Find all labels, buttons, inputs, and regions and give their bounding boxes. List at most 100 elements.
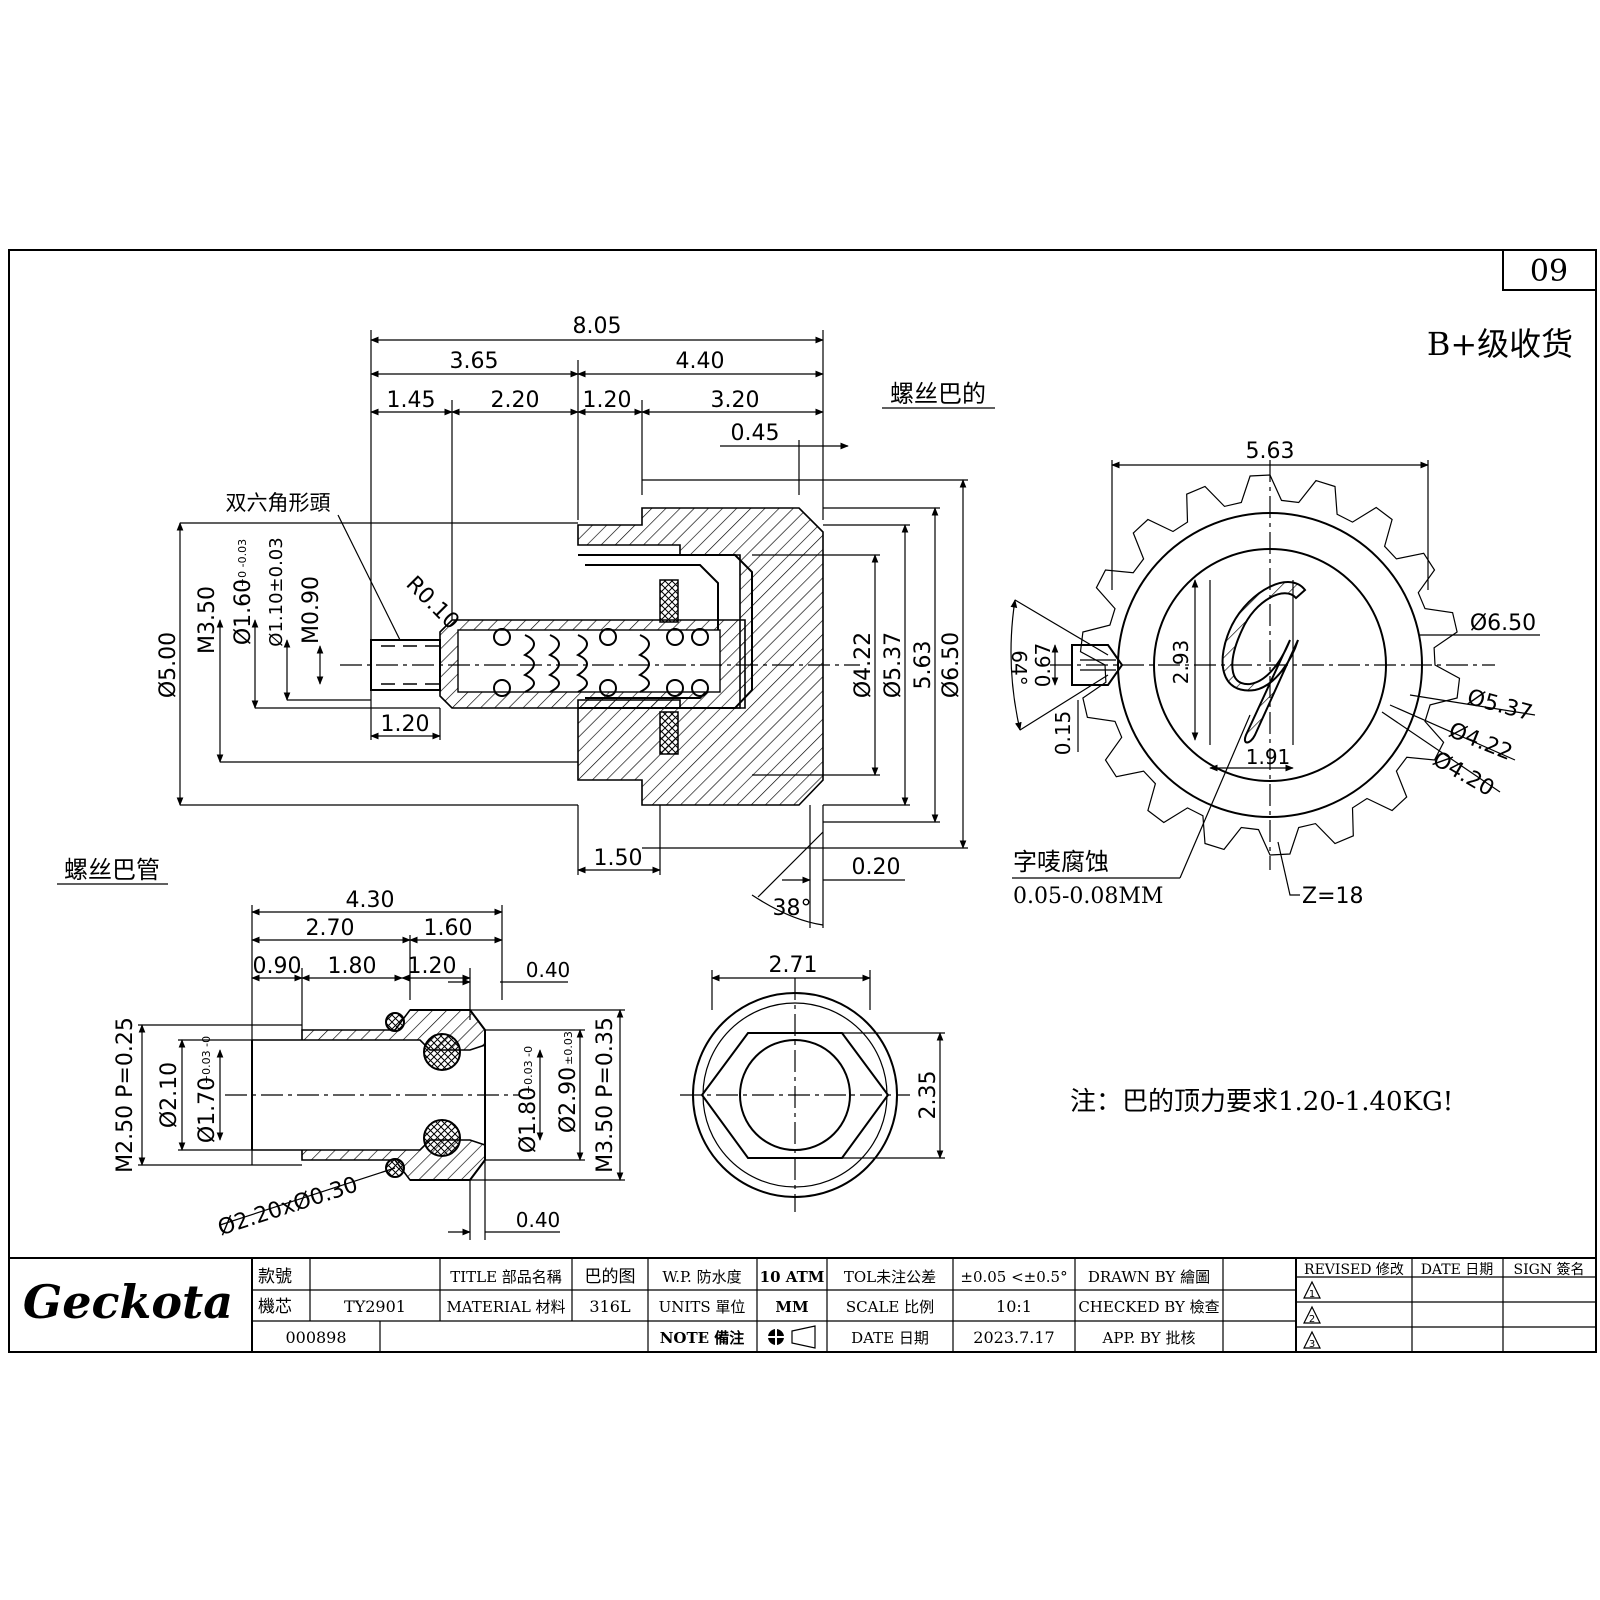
tb-movement-value: TY2901 bbox=[344, 1297, 406, 1316]
tube-dim-1-20: 1.20 bbox=[408, 954, 457, 979]
tb-scale-value: 10:1 bbox=[996, 1297, 1032, 1316]
front-dia-6-50: Ø6.50 bbox=[1470, 611, 1536, 636]
rev-triangle-2 bbox=[1303, 1305, 1321, 1324]
tb-note-label: NOTE 備注 bbox=[660, 1329, 745, 1347]
dim-dia-1-60: Ø1.60 bbox=[231, 579, 256, 645]
gasket-bottom bbox=[659, 711, 679, 755]
tb-date-value: 2023.7.17 bbox=[973, 1328, 1054, 1347]
tube-dim-0-40-bottom: 0.40 bbox=[516, 1208, 561, 1232]
tb-material-value: 316L bbox=[589, 1297, 631, 1316]
rev-mark-3: 3 bbox=[1309, 1339, 1315, 1350]
dim-angle-38: 38° bbox=[773, 896, 812, 921]
teeth-count: Z=18 bbox=[1302, 884, 1364, 909]
small-oring-size: Ø2.20xØ0.30 bbox=[215, 1172, 361, 1241]
tb-tol-label: TOL未注公差 bbox=[844, 1268, 936, 1286]
tube-dim-dia-1-70: Ø1.70 bbox=[195, 1077, 220, 1143]
tb-material-label: MATERIAL 材料 bbox=[446, 1298, 565, 1316]
dim-1-50: 1.50 bbox=[594, 846, 643, 871]
dim-0-45: 0.45 bbox=[731, 421, 780, 446]
tube-dim-dia-2-90: Ø2.90 bbox=[556, 1067, 581, 1133]
spring bbox=[493, 628, 709, 697]
etch-label: 字唛腐蚀 bbox=[1013, 848, 1109, 876]
dim-1-45: 1.45 bbox=[387, 388, 436, 413]
front-dia-5-37: Ø5.37 bbox=[1464, 685, 1535, 726]
tube-dim-1-80: 1.80 bbox=[328, 954, 377, 979]
tube-dim-dia-1-70-tol: +0.03 -0 bbox=[200, 1036, 213, 1084]
dim-m3-50: M3.50 bbox=[195, 586, 220, 654]
gasket-top bbox=[659, 579, 679, 623]
tube-dim-dia-1-80-tol: +0.03 -0 bbox=[522, 1046, 535, 1094]
tube-dim-4-30: 4.30 bbox=[346, 888, 395, 913]
rev-mark-2: 2 bbox=[1309, 1314, 1315, 1325]
tb-scale-label: SCALE 比例 bbox=[846, 1298, 934, 1316]
rev-header-date: DATE 日期 bbox=[1421, 1262, 1494, 1278]
tube-dim-dia-1-80: Ø1.80 bbox=[516, 1087, 541, 1153]
tb-style-label: 款號 bbox=[258, 1267, 292, 1287]
dim-2-20: 2.20 bbox=[491, 388, 540, 413]
tb-checked-by: CHECKED BY 檢查 bbox=[1078, 1298, 1219, 1316]
small-oring-top bbox=[385, 1012, 405, 1032]
dim-dia-5-37: Ø5.37 bbox=[881, 632, 906, 698]
tube-oring-top bbox=[423, 1033, 461, 1071]
acceptance-grade: B+级收货 bbox=[1427, 325, 1573, 363]
rev-mark-1: 1 bbox=[1309, 1289, 1315, 1300]
tb-title-value: 巴的图 bbox=[585, 1267, 636, 1287]
front-view: 5.63 1.91 2.93 64° 0.67 0.15 Ø6.50 Ø5.37… bbox=[1007, 439, 1540, 909]
tube-oring-bottom bbox=[423, 1119, 461, 1157]
dim-3-20: 3.20 bbox=[711, 388, 760, 413]
title-block: Geckota 款號 TITLE 部品名稱 巴的图 W.P. 防水度 10 AT… bbox=[8, 1257, 1597, 1353]
tb-app-by: APP. BY 批核 bbox=[1102, 1329, 1196, 1347]
tb-wp-label: W.P. 防水度 bbox=[662, 1268, 741, 1286]
tb-wp-value: 10 ATM bbox=[760, 1268, 825, 1286]
hex-view: 2.71 2.35 bbox=[680, 953, 945, 1212]
dim-5-63: 5.63 bbox=[911, 641, 936, 690]
dim-tip-1-20: 1.20 bbox=[381, 712, 430, 737]
tb-movement-label: 機芯 bbox=[258, 1297, 292, 1317]
dim-3-65: 3.65 bbox=[450, 349, 499, 374]
tube-dim-1-60: 1.60 bbox=[424, 916, 473, 941]
rev-header-revised: REVISED 修改 bbox=[1304, 1262, 1404, 1278]
front-width-5-63: 5.63 bbox=[1246, 439, 1295, 464]
rev-triangle-3 bbox=[1303, 1330, 1321, 1349]
logo-width-1-91: 1.91 bbox=[1246, 745, 1291, 769]
dim-8-05: 8.05 bbox=[573, 314, 622, 339]
tube-dim-m3-50: M3.50 P=0.35 bbox=[593, 1017, 618, 1173]
tb-units-label: UNITS 單位 bbox=[659, 1298, 746, 1316]
dim-dia-4-22: Ø4.22 bbox=[851, 632, 876, 698]
rev-header-sign: SIGN 簽名 bbox=[1513, 1261, 1584, 1278]
tb-drawn-by: DRAWN BY 繪圖 bbox=[1088, 1268, 1210, 1286]
tube-title: 螺丝巴管 bbox=[64, 856, 160, 884]
dim-0-20: 0.20 bbox=[852, 855, 901, 880]
rev-triangle-1 bbox=[1303, 1280, 1321, 1299]
dim-dia-6-50: Ø6.50 bbox=[939, 632, 964, 698]
dim-1-20: 1.20 bbox=[583, 388, 632, 413]
push-button-title: 螺丝巴的 bbox=[890, 380, 986, 408]
hex-head-label: 双六角形頭 bbox=[226, 491, 331, 515]
force-note: 注：巴的顶力要求1.20-1.40KG! bbox=[1070, 1087, 1453, 1117]
notch-depth-0-67: 0.67 bbox=[1031, 643, 1055, 688]
tube-section-view: 螺丝巴管 4.30 2.70 1.60 0.90 1.80 1.20 0.40 bbox=[57, 856, 625, 1241]
dim-m0-90: M0.90 bbox=[299, 576, 324, 644]
sheet-number-box bbox=[1502, 249, 1597, 291]
hex-height-2-35: 2.35 bbox=[916, 1071, 941, 1120]
tb-date-label: DATE 日期 bbox=[851, 1329, 929, 1347]
crown-notch bbox=[1071, 644, 1124, 686]
etch-depth: 0.05-0.08MM bbox=[1013, 884, 1163, 909]
dim-dia-5-00: Ø5.00 bbox=[156, 632, 181, 698]
tb-tol-value: ±0.05 <±0.5° bbox=[960, 1268, 1067, 1286]
company-logo: Geckota bbox=[23, 1275, 233, 1329]
tube-dim-dia-2-90-tol: ±0.03 bbox=[562, 1031, 575, 1065]
tube-dim-m2-50: M2.50 P=0.25 bbox=[113, 1017, 138, 1173]
notch-angle-64: 64° bbox=[1007, 650, 1031, 685]
push-button-section-view: 螺丝巴的 8.05 3.65 4.40 1.45 2.20 1.20 3.20 … bbox=[156, 314, 995, 928]
tube-dim-0-40-top: 0.40 bbox=[526, 958, 571, 982]
dim-4-40: 4.40 bbox=[676, 349, 725, 374]
radius-label: R0.10 bbox=[401, 572, 464, 635]
tube-dim-dia-2-10: Ø2.10 bbox=[157, 1062, 182, 1128]
sheet-number: 09 bbox=[1530, 254, 1568, 289]
hex-width-2-71: 2.71 bbox=[769, 953, 818, 978]
projection-symbol bbox=[764, 1325, 816, 1349]
logo-glyph bbox=[1221, 581, 1307, 744]
logo-height-2-93: 2.93 bbox=[1169, 640, 1193, 685]
